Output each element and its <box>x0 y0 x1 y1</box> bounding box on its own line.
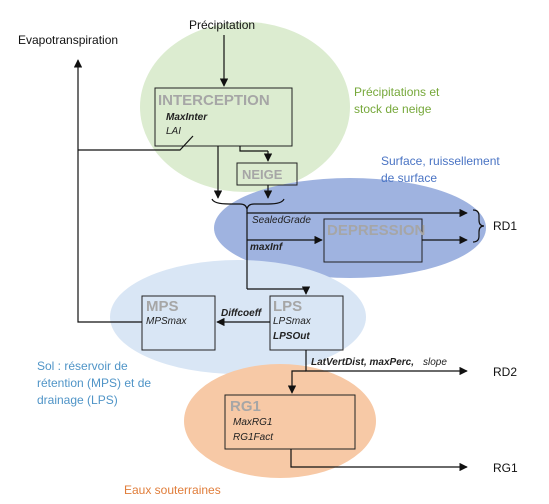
interception-param-maxinter: MaxInter <box>166 112 208 123</box>
lps-title: LPS <box>273 298 303 315</box>
zone-snow-label-1: Précipitations et <box>354 85 440 99</box>
arrow-to-rg1 <box>287 370 306 394</box>
evapotranspiration-label: Evapotranspiration <box>18 33 119 47</box>
arrow-evapotranspiration <box>73 59 142 323</box>
line-evap-interception <box>78 135 194 151</box>
arrow-rg1-out <box>290 449 468 472</box>
neige-box <box>236 162 298 186</box>
zone-groundwater-ellipse <box>184 364 376 478</box>
zone-surface-label-2: de surface <box>381 171 438 185</box>
zone-soil-label-1: Sol : réservoir de <box>37 359 128 373</box>
flow-label-maxinf: maxInf <box>250 242 283 253</box>
neige-title: NEIGE <box>242 167 283 182</box>
lps-param-lpsout: LPSOut <box>273 331 310 342</box>
rg1-param-rg1fact: RG1Fact <box>233 432 274 443</box>
mps-box <box>141 295 216 351</box>
arrow-to-lps <box>247 286 311 295</box>
flow-label-slope: slope <box>423 357 447 368</box>
flow-label-diffcoeff: Diffcoeff <box>221 308 262 319</box>
mps-title: MPS <box>146 298 179 315</box>
zone-soil-label-3: drainage (LPS) <box>37 393 118 407</box>
interception-param-lai: LAI <box>166 126 182 137</box>
zone-snow-ellipse <box>140 22 350 192</box>
mps-param-mpsmax: MPSmax <box>146 316 187 327</box>
line-interception-neige <box>239 146 268 152</box>
zone-surface-ellipse <box>214 178 486 278</box>
rg1-param-maxrg1: MaxRG1 <box>233 417 273 428</box>
output-rg1: RG1 <box>493 461 518 475</box>
rg1-box <box>224 394 356 450</box>
flow-label-latvertdist: LatVertDist, maxPerc, <box>311 357 415 368</box>
rd1-bracket <box>472 209 485 243</box>
zone-soil-label-2: rétention (MPS) et de <box>37 376 152 390</box>
lps-param-lpsmax: LPSmax <box>273 316 311 327</box>
output-rd1: RD1 <box>493 219 518 233</box>
zone-groundwater-label: Eaux souterraines <box>124 483 221 497</box>
precipitation-label: Précipitation <box>189 18 256 32</box>
flow-label-sealedgrade: SealedGrade <box>252 215 311 226</box>
interception-box <box>154 87 293 147</box>
output-rd2: RD2 <box>493 365 518 379</box>
depression-title: DEPRESSION <box>327 222 426 239</box>
zone-snow-label-2: stock de neige <box>354 102 432 116</box>
interception-title: INTERCEPTION <box>158 92 270 109</box>
rg1-title: RG1 <box>230 398 261 415</box>
zone-surface-label-1: Surface, ruissellement <box>381 154 500 168</box>
